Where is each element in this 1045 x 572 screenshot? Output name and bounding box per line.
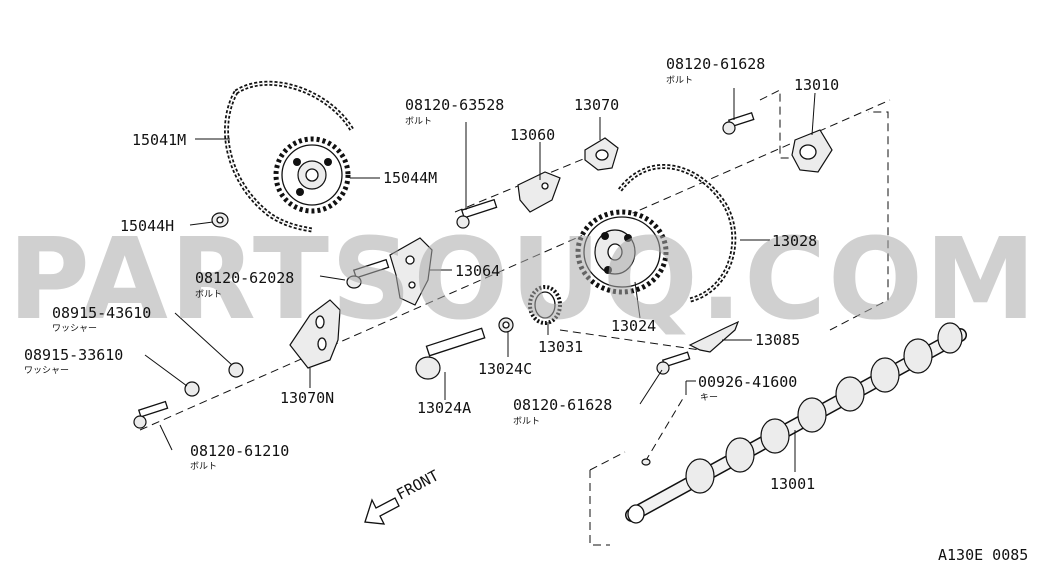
chain-guide-13085 — [688, 320, 740, 353]
figure-code: A130E 0085 — [938, 546, 1028, 564]
label-08120-61628-top: 08120-61628 — [666, 55, 765, 73]
label-15041M: 15041M — [132, 131, 186, 149]
label-13024A: 13024A — [417, 399, 471, 417]
part-labels: 15041M 15044M 15044H 08120-63528 ボルト 130… — [24, 55, 1028, 564]
label-08120-62028: 08120-62028 — [195, 269, 294, 287]
label-00926-41600-sub: キー — [700, 393, 718, 403]
label-08120-61210-sub: ボルト — [190, 461, 217, 472]
label-08120-62028-sub: ボルト — [195, 289, 222, 300]
label-15044H: 15044H — [120, 217, 174, 235]
gear-13031 — [528, 285, 562, 325]
leader-lines — [144, 88, 816, 472]
sprocket-13024 — [575, 209, 669, 295]
front-direction-arrow: FRONT — [364, 466, 442, 525]
timing-chain-15041M — [224, 80, 355, 233]
key-00926-41600 — [641, 458, 651, 466]
label-08120-61628-bottom-sub: ボルト — [513, 416, 540, 427]
assembly-axis-lines — [139, 89, 891, 546]
label-13070: 13070 — [574, 96, 619, 114]
washer-08915-43610 — [228, 362, 244, 378]
label-08915-43610: 08915-43610 — [52, 304, 151, 322]
label-15044M: 15044M — [383, 169, 437, 187]
bolt-13024A — [415, 327, 486, 380]
label-13010: 13010 — [794, 76, 839, 94]
timing-chain-13028 — [618, 164, 737, 303]
label-00926-41600: 00926-41600 — [698, 373, 797, 391]
label-08120-61628-bottom: 08120-61628 — [513, 396, 612, 414]
bolt-08120-61210 — [133, 400, 169, 429]
label-08120-63528-sub: ボルト — [405, 116, 432, 127]
bolt-08120-63528 — [456, 198, 498, 229]
label-13024C: 13024C — [478, 360, 532, 378]
label-13085: 13085 — [755, 331, 800, 349]
label-08120-61628-top-sub: ボルト — [666, 75, 693, 86]
bolt-08120-61628-top — [722, 111, 755, 135]
sprocket-15044M — [273, 136, 351, 214]
label-13064: 13064 — [455, 262, 500, 280]
tensioner-13064 — [389, 237, 433, 306]
label-13060: 13060 — [510, 126, 555, 144]
bolt-08120-62028 — [346, 258, 390, 289]
nut-15044H — [211, 212, 229, 228]
watermark: PARTSOUQ.COM — [8, 215, 1038, 345]
bolt-08120-61628-bottom — [656, 351, 691, 375]
label-08120-63528: 08120-63528 — [405, 96, 504, 114]
label-13028: 13028 — [772, 232, 817, 250]
label-08915-43610-sub: ワッシャー — [52, 324, 97, 334]
guide-13070N — [289, 299, 341, 369]
label-08120-61210: 08120-61210 — [190, 442, 289, 460]
front-label: FRONT — [393, 466, 441, 503]
plate-13010 — [791, 129, 833, 173]
label-13031: 13031 — [538, 338, 583, 356]
tensioner-13070 — [584, 137, 619, 171]
camshaft-13001 — [625, 322, 967, 524]
label-13024: 13024 — [611, 317, 656, 335]
label-13070N: 13070N — [280, 389, 334, 407]
tensioner-13060 — [517, 171, 561, 213]
label-08915-33610: 08915-33610 — [24, 346, 123, 364]
label-13001: 13001 — [770, 475, 815, 493]
label-08915-33610-sub: ワッシャー — [24, 366, 69, 376]
washer-08915-33610 — [184, 381, 200, 397]
washer-13024C — [498, 317, 514, 333]
